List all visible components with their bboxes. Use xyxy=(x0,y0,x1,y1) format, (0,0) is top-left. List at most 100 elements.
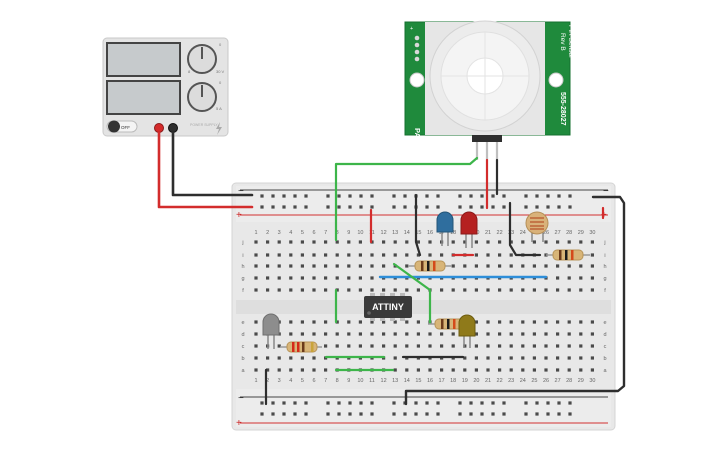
breadboard-hole[interactable] xyxy=(266,253,270,257)
breadboard-hole[interactable] xyxy=(277,288,281,292)
breadboard-hole[interactable] xyxy=(370,401,374,405)
breadboard-hole[interactable] xyxy=(277,276,281,280)
breadboard-hole[interactable] xyxy=(436,194,440,198)
breadboard-hole[interactable] xyxy=(532,264,536,268)
breadboard-hole[interactable] xyxy=(337,205,341,209)
wire-black-jumper-1[interactable] xyxy=(414,193,422,257)
breadboard-hole[interactable] xyxy=(567,288,571,292)
breadboard-hole[interactable] xyxy=(544,368,548,372)
breadboard-hole[interactable] xyxy=(254,320,258,324)
breadboard-hole[interactable] xyxy=(326,412,330,416)
breadboard-hole[interactable] xyxy=(358,276,362,280)
breadboard-hole[interactable] xyxy=(271,412,275,416)
breadboard-hole[interactable] xyxy=(440,332,444,336)
breadboard-hole[interactable] xyxy=(486,368,490,372)
breadboard-hole[interactable] xyxy=(300,332,304,336)
breadboard-hole[interactable] xyxy=(532,368,536,372)
resistor-2[interactable] xyxy=(546,249,590,261)
breadboard-hole[interactable] xyxy=(393,368,397,372)
breadboard-hole[interactable] xyxy=(451,288,455,292)
led-red[interactable] xyxy=(460,211,478,248)
breadboard-hole[interactable] xyxy=(469,194,473,198)
breadboard-hole[interactable] xyxy=(544,320,548,324)
breadboard-hole[interactable] xyxy=(463,368,467,372)
breadboard-hole[interactable] xyxy=(509,356,513,360)
breadboard-hole[interactable] xyxy=(458,401,462,405)
breadboard-hole[interactable] xyxy=(370,412,374,416)
breadboard-hole[interactable] xyxy=(474,320,478,324)
breadboard-hole[interactable] xyxy=(326,194,330,198)
breadboard-hole[interactable] xyxy=(480,401,484,405)
breadboard-hole[interactable] xyxy=(425,194,429,198)
breadboard-hole[interactable] xyxy=(556,276,560,280)
breadboard-hole[interactable] xyxy=(358,264,362,268)
breadboard-hole[interactable] xyxy=(266,264,270,268)
breadboard-hole[interactable] xyxy=(544,288,548,292)
breadboard-hole[interactable] xyxy=(458,194,462,198)
led-grey[interactable] xyxy=(262,313,280,349)
attiny-chip[interactable]: ATTINY xyxy=(364,293,412,321)
wire-black-jumper-2[interactable] xyxy=(508,201,542,257)
breadboard-hole[interactable] xyxy=(579,344,583,348)
breadboard-hole[interactable] xyxy=(382,288,386,292)
breadboard-hole[interactable] xyxy=(254,368,258,372)
breadboard-hole[interactable] xyxy=(359,194,363,198)
breadboard-hole[interactable] xyxy=(271,205,275,209)
breadboard-hole[interactable] xyxy=(300,320,304,324)
breadboard-hole[interactable] xyxy=(358,320,362,324)
breadboard-hole[interactable] xyxy=(254,276,258,280)
breadboard-hole[interactable] xyxy=(535,205,539,209)
breadboard-hole[interactable] xyxy=(568,205,572,209)
breadboard-hole[interactable] xyxy=(498,332,502,336)
breadboard-hole[interactable] xyxy=(312,356,316,360)
breadboard-hole[interactable] xyxy=(254,356,258,360)
breadboard-hole[interactable] xyxy=(532,240,536,244)
breadboard-hole[interactable] xyxy=(358,253,362,257)
breadboard-hole[interactable] xyxy=(480,194,484,198)
breadboard-hole[interactable] xyxy=(405,264,409,268)
breadboard-hole[interactable] xyxy=(463,264,467,268)
breadboard-hole[interactable] xyxy=(271,401,275,405)
breadboard-hole[interactable] xyxy=(304,401,308,405)
breadboard-hole[interactable] xyxy=(289,332,293,336)
breadboard-hole[interactable] xyxy=(300,356,304,360)
breadboard-hole[interactable] xyxy=(546,401,550,405)
breadboard-hole[interactable] xyxy=(370,288,374,292)
breadboard-hole[interactable] xyxy=(544,264,548,268)
breadboard-hole[interactable] xyxy=(359,412,363,416)
breadboard-hole[interactable] xyxy=(335,276,339,280)
breadboard-hole[interactable] xyxy=(480,205,484,209)
breadboard-hole[interactable] xyxy=(590,288,594,292)
breadboard-hole[interactable] xyxy=(312,264,316,268)
breadboard-hole[interactable] xyxy=(271,194,275,198)
breadboard-hole[interactable] xyxy=(405,332,409,336)
breadboard-hole[interactable] xyxy=(451,368,455,372)
breadboard-hole[interactable] xyxy=(312,240,316,244)
breadboard-hole[interactable] xyxy=(254,344,258,348)
breadboard-hole[interactable] xyxy=(469,412,473,416)
breadboard-hole[interactable] xyxy=(347,288,351,292)
breadboard-hole[interactable] xyxy=(463,240,467,244)
breadboard-hole[interactable] xyxy=(509,253,513,257)
breadboard-hole[interactable] xyxy=(293,401,297,405)
breadboard-hole[interactable] xyxy=(405,344,409,348)
breadboard-hole[interactable] xyxy=(521,240,525,244)
breadboard-hole[interactable] xyxy=(579,368,583,372)
breadboard-hole[interactable] xyxy=(289,276,293,280)
breadboard-hole[interactable] xyxy=(491,401,495,405)
breadboard-hole[interactable] xyxy=(347,276,351,280)
breadboard-hole[interactable] xyxy=(312,276,316,280)
breadboard-hole[interactable] xyxy=(567,356,571,360)
breadboard-hole[interactable] xyxy=(474,368,478,372)
breadboard-hole[interactable] xyxy=(370,253,374,257)
breadboard-hole[interactable] xyxy=(358,288,362,292)
breadboard-hole[interactable] xyxy=(382,344,386,348)
breadboard-hole[interactable] xyxy=(521,288,525,292)
breadboard-hole[interactable] xyxy=(498,288,502,292)
breadboard-hole[interactable] xyxy=(266,240,270,244)
breadboard-hole[interactable] xyxy=(382,264,386,268)
breadboard-hole[interactable] xyxy=(556,240,560,244)
breadboard-hole[interactable] xyxy=(502,205,506,209)
breadboard-hole[interactable] xyxy=(277,253,281,257)
breadboard-hole[interactable] xyxy=(266,276,270,280)
